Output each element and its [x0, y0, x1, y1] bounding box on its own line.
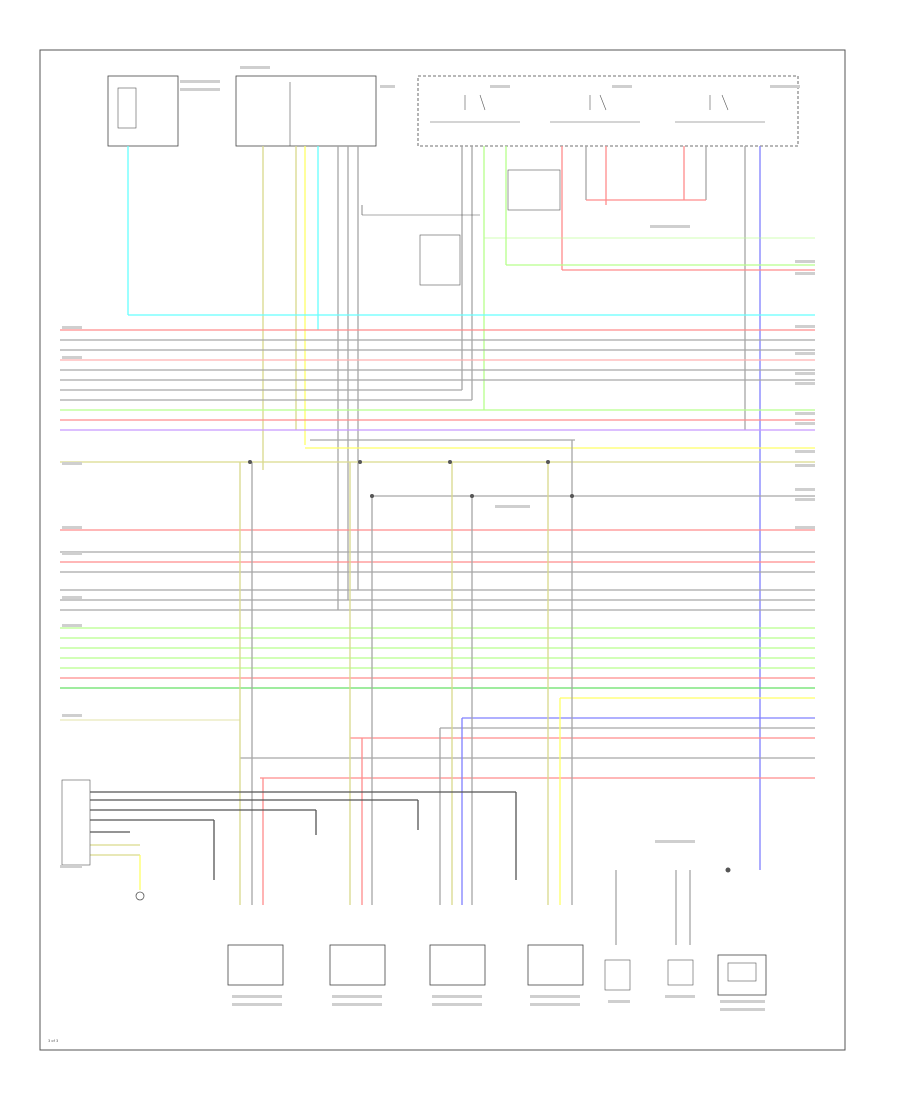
pump-component [717, 954, 767, 996]
sensor-block-component [417, 75, 799, 147]
fuse-element [117, 87, 137, 129]
diagram-frame [39, 49, 846, 1051]
ground-connector-box [61, 779, 91, 866]
ground-icon [135, 891, 145, 901]
vertical-drops-top [127, 146, 815, 870]
injector-icon [329, 944, 386, 986]
tiny-label-marks [60, 66, 815, 1011]
top-components [107, 75, 799, 286]
injector-icon [227, 944, 284, 986]
injector-icon [527, 944, 584, 986]
injector-components [227, 944, 767, 996]
injector-icon [429, 944, 486, 986]
power-relay-component [235, 75, 377, 147]
switch-component [604, 959, 631, 991]
ground-bus [61, 779, 517, 901]
switch-icon [430, 94, 765, 123]
page-id-label: 3 of 3 [48, 1039, 58, 1043]
fuse-box-component [107, 75, 179, 147]
sensor-component [667, 959, 694, 986]
horizontal-bus [60, 314, 815, 779]
junction-dots [248, 460, 731, 873]
ground-distribution-box [419, 234, 461, 286]
pump-inner [727, 962, 757, 982]
vertical-drops-bottom [239, 440, 691, 945]
center-sensor-label-box [507, 169, 561, 211]
